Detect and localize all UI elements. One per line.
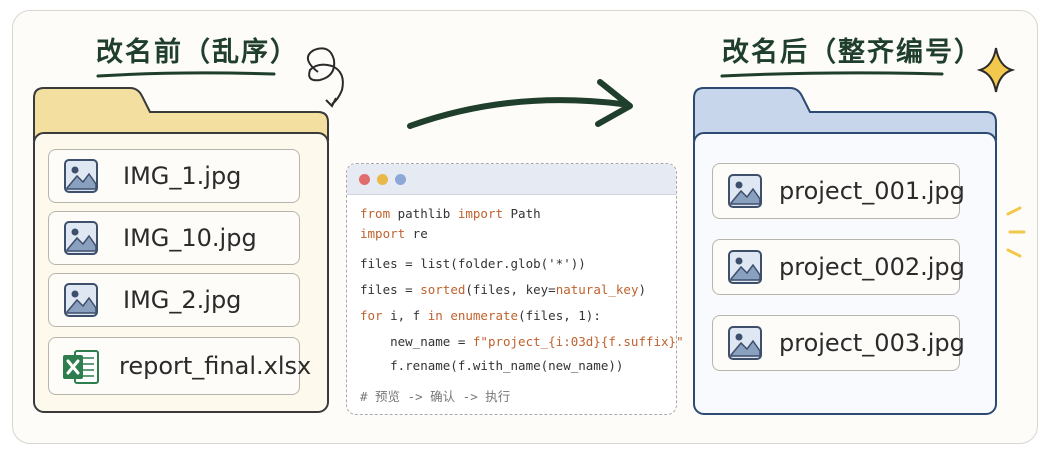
code-string: f"project_{i:03d}{f.suffix}"	[472, 334, 684, 349]
code-text: new_name =	[360, 334, 473, 349]
before-file-item[interactable]: report_final.xlsx	[48, 337, 311, 395]
before-folder-tab	[33, 87, 329, 141]
sparkle-star-icon	[976, 47, 1016, 93]
after-title: 改名后（整齐编号）	[722, 37, 983, 68]
code-comment: # 预览 -> 确认 -> 执行	[360, 389, 511, 404]
code-text: (files, key=	[465, 282, 556, 297]
code-text: re	[405, 226, 428, 241]
code-line: new_name = f"project_{i:03d}{f.suffix}"	[360, 334, 684, 349]
code-keyword: sorted	[420, 282, 466, 297]
before-title-underline	[96, 71, 276, 78]
sparkle-dash-1	[1006, 206, 1022, 216]
after-folder-tab	[693, 87, 997, 141]
swirl-decoration	[307, 47, 344, 105]
after-file-item[interactable]: project_003.jpg	[712, 315, 965, 371]
file-name: project_003.jpg	[779, 329, 965, 357]
before-file-item[interactable]: IMG_1.jpg	[48, 149, 300, 203]
code-text: pathlib	[390, 206, 458, 221]
code-window-titlebar	[347, 164, 676, 195]
code-line: files = sorted(files, key=natural_key)	[360, 282, 646, 297]
before-file-item[interactable]: IMG_10.jpg	[48, 211, 300, 265]
minimize-dot-icon[interactable]	[377, 174, 388, 185]
image-icon	[64, 283, 98, 317]
file-name: IMG_1.jpg	[123, 162, 242, 190]
image-icon	[64, 221, 98, 255]
file-name: project_001.jpg	[779, 177, 965, 205]
image-icon	[728, 250, 762, 284]
code-keyword: import	[360, 226, 406, 241]
image-icon	[64, 159, 98, 193]
close-dot-icon[interactable]	[359, 174, 370, 185]
code-keyword: from	[360, 206, 391, 221]
sparkle-dash-3	[1006, 248, 1022, 258]
code-text: i, f	[382, 308, 428, 323]
code-line: from pathlib import Path	[360, 206, 541, 221]
before-title: 改名前（乱序）	[96, 37, 299, 68]
code-text: files =	[360, 282, 421, 297]
before-file-item[interactable]: IMG_2.jpg	[48, 273, 300, 327]
swirl-arrowhead	[325, 97, 337, 108]
image-icon	[728, 174, 762, 208]
code-keyword: import	[457, 206, 503, 221]
code-keyword: for	[360, 308, 383, 323]
file-name: report_final.xlsx	[119, 352, 312, 380]
file-name: IMG_2.jpg	[123, 286, 242, 314]
file-name: IMG_10.jpg	[123, 224, 257, 252]
after-title-underline	[720, 71, 944, 78]
code-keyword: in	[427, 308, 443, 323]
code-window: from pathlib import Path import re files…	[346, 163, 684, 415]
code-text: Path	[503, 206, 541, 221]
maximize-dot-icon[interactable]	[395, 174, 406, 185]
after-file-item[interactable]: project_002.jpg	[712, 239, 965, 295]
file-name: project_002.jpg	[779, 253, 965, 281]
image-icon	[728, 326, 762, 360]
main-arrow-head	[595, 79, 633, 127]
code-line: import re	[360, 226, 428, 241]
code-line: f.rename(f.with_name(new_name))	[360, 358, 624, 373]
excel-icon	[63, 350, 99, 384]
code-line: files = list(folder.glob('*'))	[360, 256, 586, 271]
code-line: for i, f in enumerate(files, 1):	[360, 308, 601, 323]
main-arrow	[407, 97, 625, 129]
code-text: (files, 1):	[518, 308, 601, 323]
after-file-item[interactable]: project_001.jpg	[712, 163, 965, 219]
code-keyword: enumerate	[450, 308, 519, 323]
code-text: )	[638, 282, 647, 297]
code-keyword: natural_key	[555, 282, 639, 297]
